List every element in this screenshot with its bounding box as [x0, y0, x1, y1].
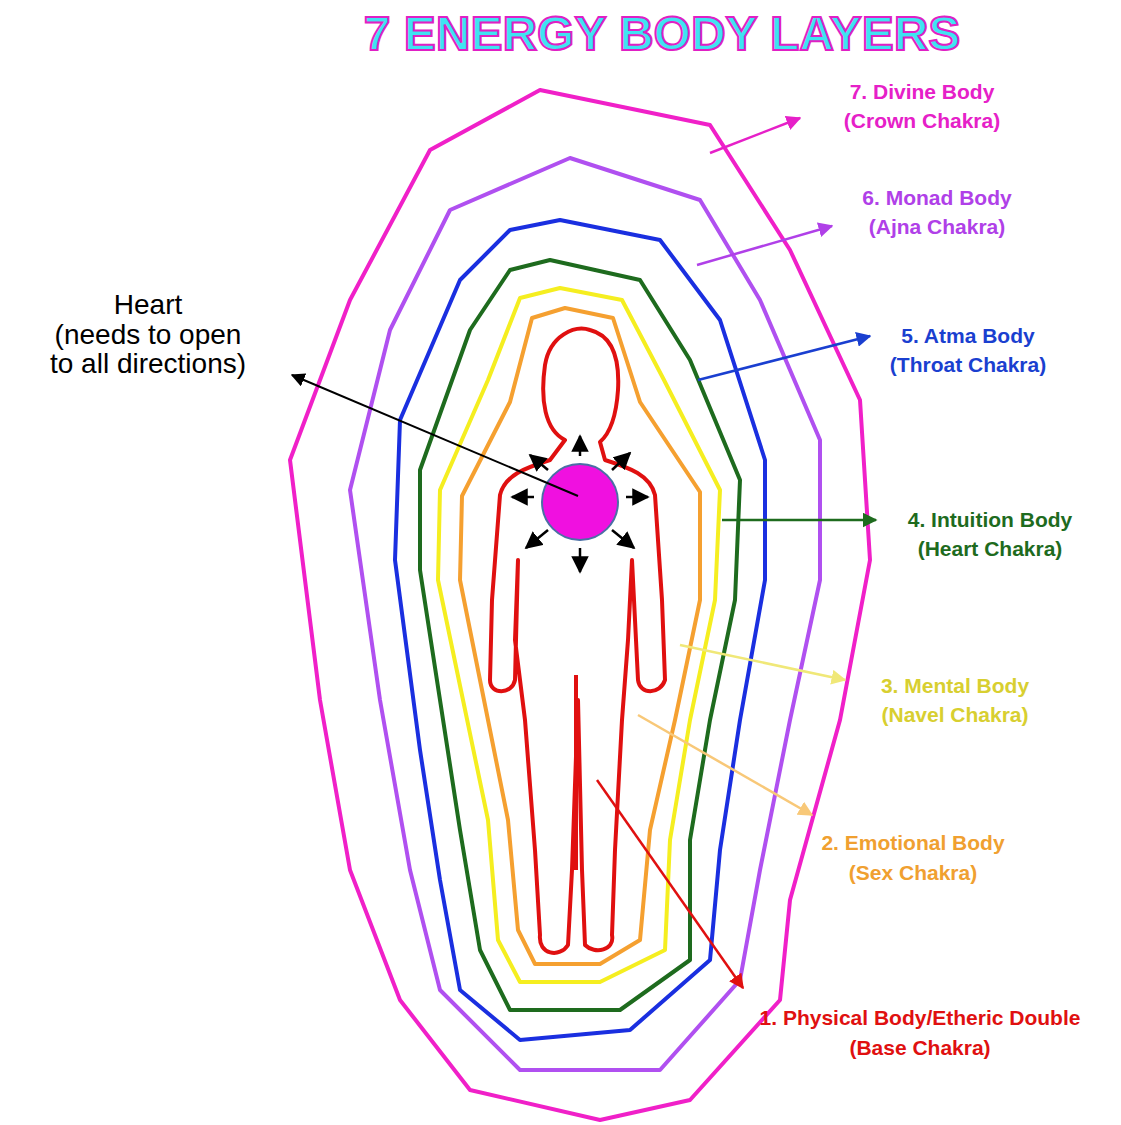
- leader-arrow: [697, 226, 832, 265]
- layer-label: 6. Monad Body: [862, 185, 1011, 211]
- heart-ray: [626, 496, 648, 499]
- layer-label: (Crown Chakra): [844, 108, 1000, 134]
- heart-label: to all directions): [50, 349, 246, 379]
- heart-label: Heart: [114, 290, 182, 320]
- layer-label: (Base Chakra): [849, 1035, 990, 1061]
- monad-layer: [350, 158, 820, 1070]
- physical-body: [490, 329, 665, 953]
- heart-circle: [542, 464, 618, 540]
- leader-arrow: [638, 715, 812, 815]
- leader-arrow: [597, 780, 743, 988]
- layer-label: 3. Mental Body: [881, 673, 1029, 699]
- leader-arrow: [680, 645, 845, 680]
- layer-label: (Heart Chakra): [918, 536, 1063, 562]
- heart-ray: [612, 453, 630, 470]
- heart-ray: [579, 436, 582, 456]
- heart-ray: [612, 530, 634, 548]
- heart-ray: [512, 496, 534, 499]
- leg-line: [574, 675, 578, 870]
- layer-label: 4. Intuition Body: [908, 507, 1072, 533]
- heart-label: (needs to open: [55, 320, 242, 350]
- divine-layer: [290, 90, 870, 1120]
- leader-arrow: [710, 118, 800, 153]
- layer-label: (Navel Chakra): [881, 702, 1028, 728]
- layer-label: (Throat Chakra): [890, 352, 1046, 378]
- atma-layer: [395, 220, 765, 1040]
- heart-ray: [579, 548, 582, 572]
- layer-label: (Ajna Chakra): [869, 214, 1006, 240]
- layer-label: 5. Atma Body: [901, 323, 1034, 349]
- diagram-title: 7 ENERGY BODY LAYERS: [364, 6, 961, 62]
- intuition-layer: [420, 260, 740, 1010]
- layer-label: 7. Divine Body: [850, 79, 995, 105]
- leader-arrow: [722, 519, 876, 522]
- emotional-layer: [460, 308, 700, 964]
- layer-label: (Sex Chakra): [849, 860, 977, 886]
- leader-arrow: [698, 336, 870, 380]
- mental-layer: [438, 288, 720, 982]
- layer-label: 2. Emotional Body: [821, 830, 1004, 856]
- heart-leader: [292, 375, 578, 496]
- layer-label: 1. Physical Body/Etheric Double: [760, 1005, 1081, 1031]
- heart-ray: [526, 530, 548, 548]
- heart-ray: [530, 455, 548, 470]
